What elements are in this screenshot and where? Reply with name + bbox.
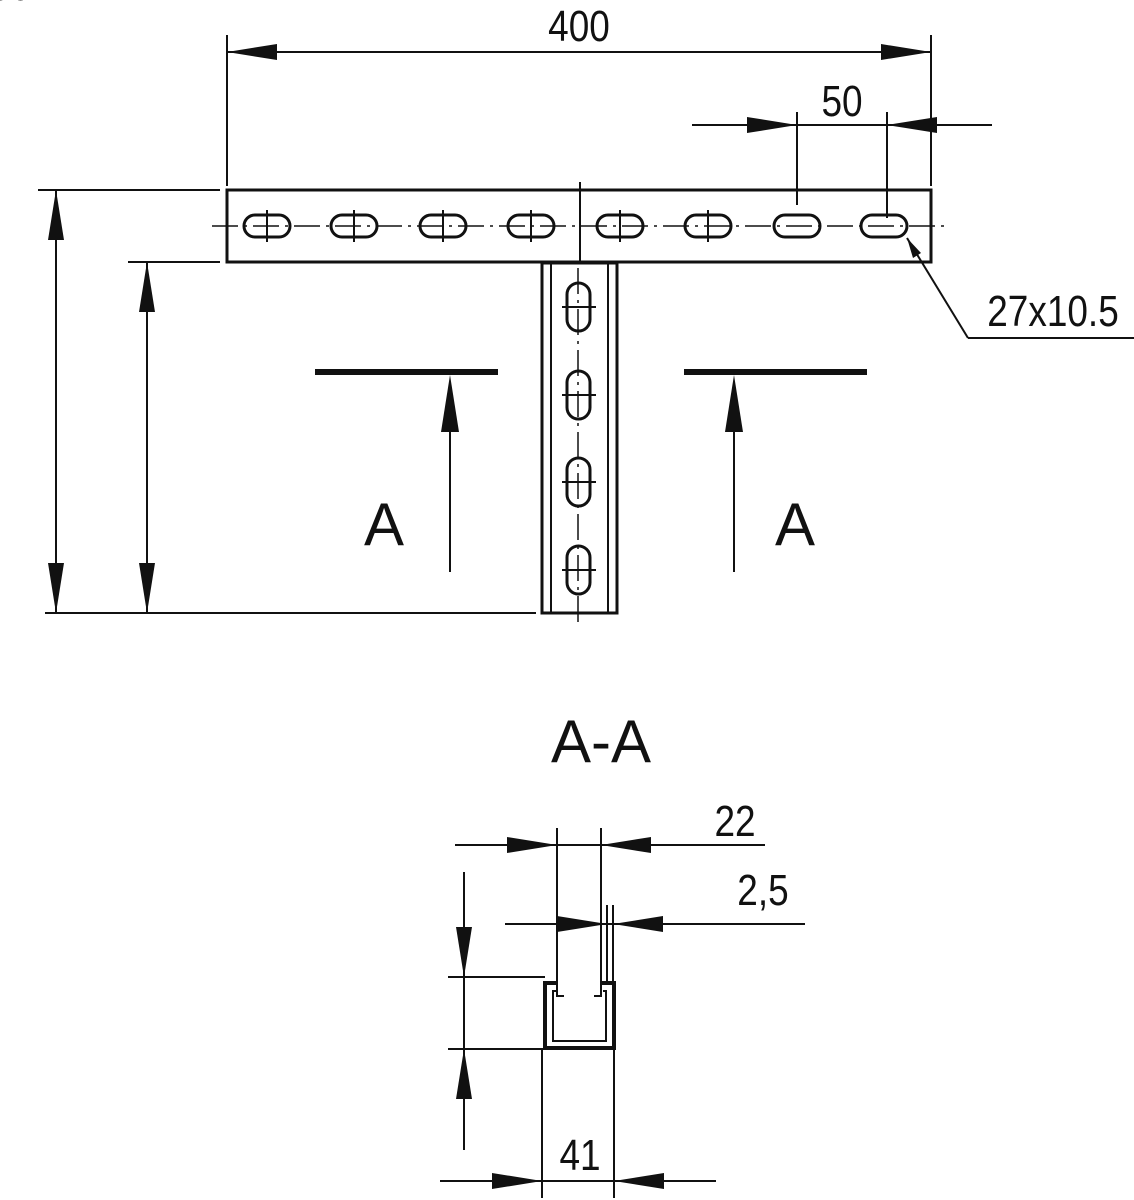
upright-profile [540,261,619,622]
dimension-241-label: 241 [0,0,31,10]
dimension-wall-thickness: 2,5 [505,865,805,983]
slot [772,213,822,239]
slot [859,213,909,239]
crossbar-profile [212,182,945,264]
upright-slots [562,281,596,596]
dimension-41-vertical-label: 41 [0,0,21,10]
dimension-upright-height: 200 [0,0,220,613]
section-marker-right: A [684,369,867,572]
section-label-left: A [364,491,404,558]
dimension-200-label: 200 [0,0,31,10]
section-marker-left: A [315,369,498,572]
dimension-41-horizontal-label: 41 [559,1130,600,1180]
dimension-section-height: 41 [0,0,545,1150]
dimension-50-label: 50 [821,76,862,126]
section-profile [543,981,616,1050]
section-label-right: A [775,491,815,558]
dimension-slot-width: 22 [455,796,765,983]
dimension-400-label: 400 [548,1,610,51]
dimension-section-width: 41 [440,1048,716,1198]
section-title: A-A [551,708,651,775]
dimension-22-label: 22 [714,796,755,846]
dimension-2-5-label: 2,5 [737,865,788,915]
dimension-overall-height: 241 [0,0,536,614]
slot-size-leader: 27x10.5 [906,237,1134,339]
crossbar-slots [242,210,909,242]
slot-size-label: 27x10.5 [987,286,1119,336]
dimension-overall-width: 400 [226,1,932,186]
dimension-hole-pitch: 50 [692,76,992,218]
